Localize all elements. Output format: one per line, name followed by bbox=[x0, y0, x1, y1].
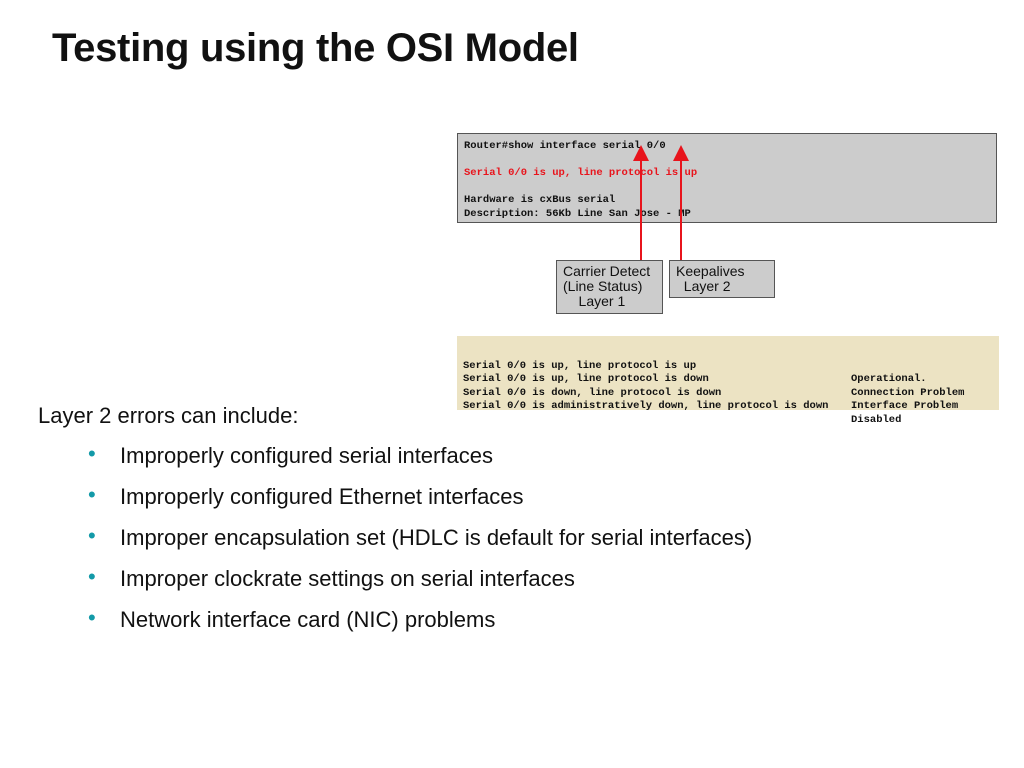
bullet-list: • Improperly configured serial interfaces… bbox=[88, 441, 753, 647]
terminal-line-highlighted: Serial 0/0 is up, line protocol is up bbox=[464, 167, 698, 180]
bullet-text: Improper encapsulation set (HDLC is defa… bbox=[120, 525, 753, 550]
status-state: Serial 0/0 is down, line protocol is dow… bbox=[463, 386, 722, 399]
bullet-text: Improperly configured Ethernet interface… bbox=[120, 484, 524, 509]
slide-title: Testing using the OSI Model bbox=[52, 26, 579, 70]
status-row: Serial 0/0 is administratively down, lin… bbox=[463, 387, 999, 426]
intro-text: Layer 2 errors can include: bbox=[38, 403, 299, 428]
status-state: Serial 0/0 is up, line protocol is down bbox=[463, 373, 709, 386]
status-row: Serial 0/0 is up, line protocol is up Op… bbox=[463, 346, 999, 386]
status-meaning: Connection Problem bbox=[851, 386, 965, 399]
callout-line: Keepalives bbox=[676, 263, 745, 279]
bullet-item: • Network interface card (NIC) problems bbox=[88, 605, 752, 647]
bullet-text: Network interface card (NIC) problems bbox=[120, 607, 496, 632]
terminal-line: Router#show interface serial 0/0 bbox=[464, 140, 666, 152]
bullet-item: • Improper clockrate settings on serial i… bbox=[88, 564, 752, 606]
status-row: Serial 0/0 is up, line protocol is down … bbox=[463, 360, 999, 399]
callout-line: Layer 1 bbox=[563, 293, 626, 309]
bullet-item: • Improper encapsulation set (HDLC is def… bbox=[88, 523, 753, 565]
bullet-dot-icon: • bbox=[88, 482, 96, 507]
bullet-text: Improper clockrate settings on serial in… bbox=[120, 566, 575, 591]
callout-line: Carrier Detect bbox=[563, 263, 651, 279]
status-state: Serial 0/0 is up, line protocol is up bbox=[463, 359, 697, 372]
keepalives-callout: Keepalives Layer 2 bbox=[669, 260, 775, 298]
callout-line: (Line Status) bbox=[563, 278, 643, 294]
callout-line: Layer 2 bbox=[676, 278, 731, 294]
bullet-item: • Improperly configured Ethernet interfac… bbox=[88, 482, 752, 524]
bullet-dot-icon: • bbox=[88, 564, 96, 589]
status-meaning: Interface Problem bbox=[851, 400, 959, 413]
bullet-dot-icon: • bbox=[88, 605, 96, 630]
bullet-item: • Improperly configured serial interfaces bbox=[88, 441, 752, 483]
bullet-dot-icon: • bbox=[88, 523, 96, 548]
router-terminal-output: Router#show interface serial 0/0 Serial … bbox=[457, 133, 997, 223]
status-row: Serial 0/0 is down, line protocol is dow… bbox=[463, 373, 999, 413]
carrier-detect-callout: Carrier Detect (Line Status) Layer 1 bbox=[556, 260, 663, 314]
bullet-text: Improperly configured serial interfaces bbox=[120, 443, 493, 468]
status-meaning: Operational. bbox=[851, 373, 927, 386]
interface-status-table: Serial 0/0 is up, line protocol is up Op… bbox=[457, 336, 999, 426]
status-meaning: Disabled bbox=[851, 413, 902, 426]
bullet-dot-icon: • bbox=[88, 441, 96, 466]
status-state: Serial 0/0 is administratively down, lin… bbox=[463, 400, 829, 413]
terminal-line: Hardware is cxBus serial bbox=[464, 194, 616, 207]
